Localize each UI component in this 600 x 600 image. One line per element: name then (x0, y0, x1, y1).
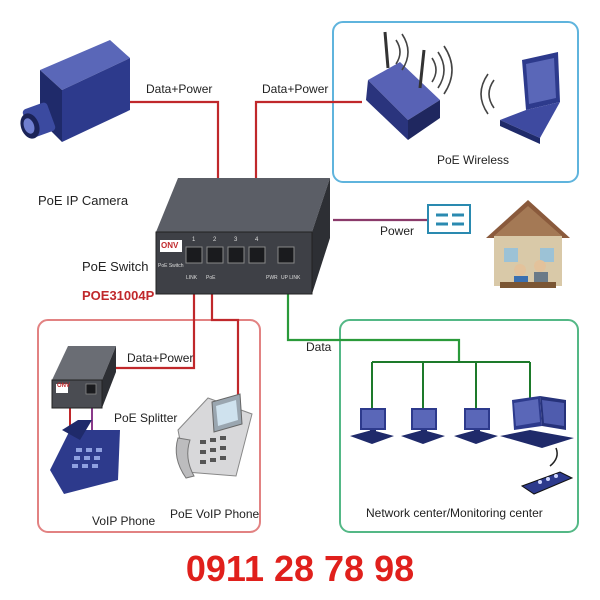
switch-port-3: 3 (234, 237, 238, 243)
workstation-3-icon (454, 408, 498, 444)
switch-brand: ONV (161, 241, 179, 250)
splitter-name-label: PoE Splitter (114, 411, 178, 425)
power-outlet-icon (427, 204, 471, 234)
switch-port-1: 1 (192, 237, 196, 243)
contact-phone-number: 0911 28 78 98 (185, 548, 415, 589)
camera-link-line (122, 100, 220, 178)
switch-link-label: LINK (186, 275, 198, 281)
switch-pwr-label: PWR (266, 275, 278, 281)
poe-switch-device (155, 178, 330, 295)
wireless-name-label: PoE Wireless (437, 153, 510, 167)
poe-voip-phone-icon (175, 393, 253, 479)
splitter-link-label: Data+Power (127, 351, 194, 365)
switch-uplink-label: UP LINK (281, 275, 301, 281)
voip-link-line (210, 292, 240, 400)
workstation-1-icon (350, 408, 394, 444)
wireless-link-line (254, 100, 362, 178)
switch-port-4: 4 (255, 237, 259, 243)
camera-link-label: Data+Power (146, 82, 213, 96)
poe-splitter-device (51, 346, 116, 409)
camera-name-label: PoE IP Camera (38, 193, 129, 208)
data-link-line (286, 292, 461, 362)
splitter-link-line (110, 292, 196, 370)
switch-port-2: 2 (213, 237, 217, 243)
monitoring-console-icon (500, 396, 574, 495)
ip-camera-icon (20, 40, 130, 142)
phone-region-box (37, 319, 261, 533)
laptop-icon (480, 52, 560, 144)
network-center-label: Network center/Monitoring center (366, 506, 543, 520)
office-building-icon (486, 200, 570, 288)
switch-subtitle: PoE Switch (158, 263, 184, 269)
power-link-label: Power (380, 224, 415, 238)
poe-voip-phone-label: PoE VoIP Phone (170, 507, 260, 521)
switch-ports (185, 246, 295, 264)
network-region-box (339, 319, 579, 533)
voip-phone-icon (50, 420, 120, 494)
wireless-ap-icon (366, 31, 453, 140)
voip-phone-label: VoIP Phone (92, 514, 156, 528)
switch-model-label: POE31004P (82, 288, 155, 303)
switch-poe-label: PoE (206, 275, 216, 281)
workstation-2-icon (401, 408, 445, 444)
splitter-brand: ONV (57, 383, 71, 389)
data-link-label: Data (306, 340, 332, 354)
wireless-link-label: Data+Power (262, 82, 329, 96)
switch-name-label: PoE Switch (82, 259, 149, 274)
